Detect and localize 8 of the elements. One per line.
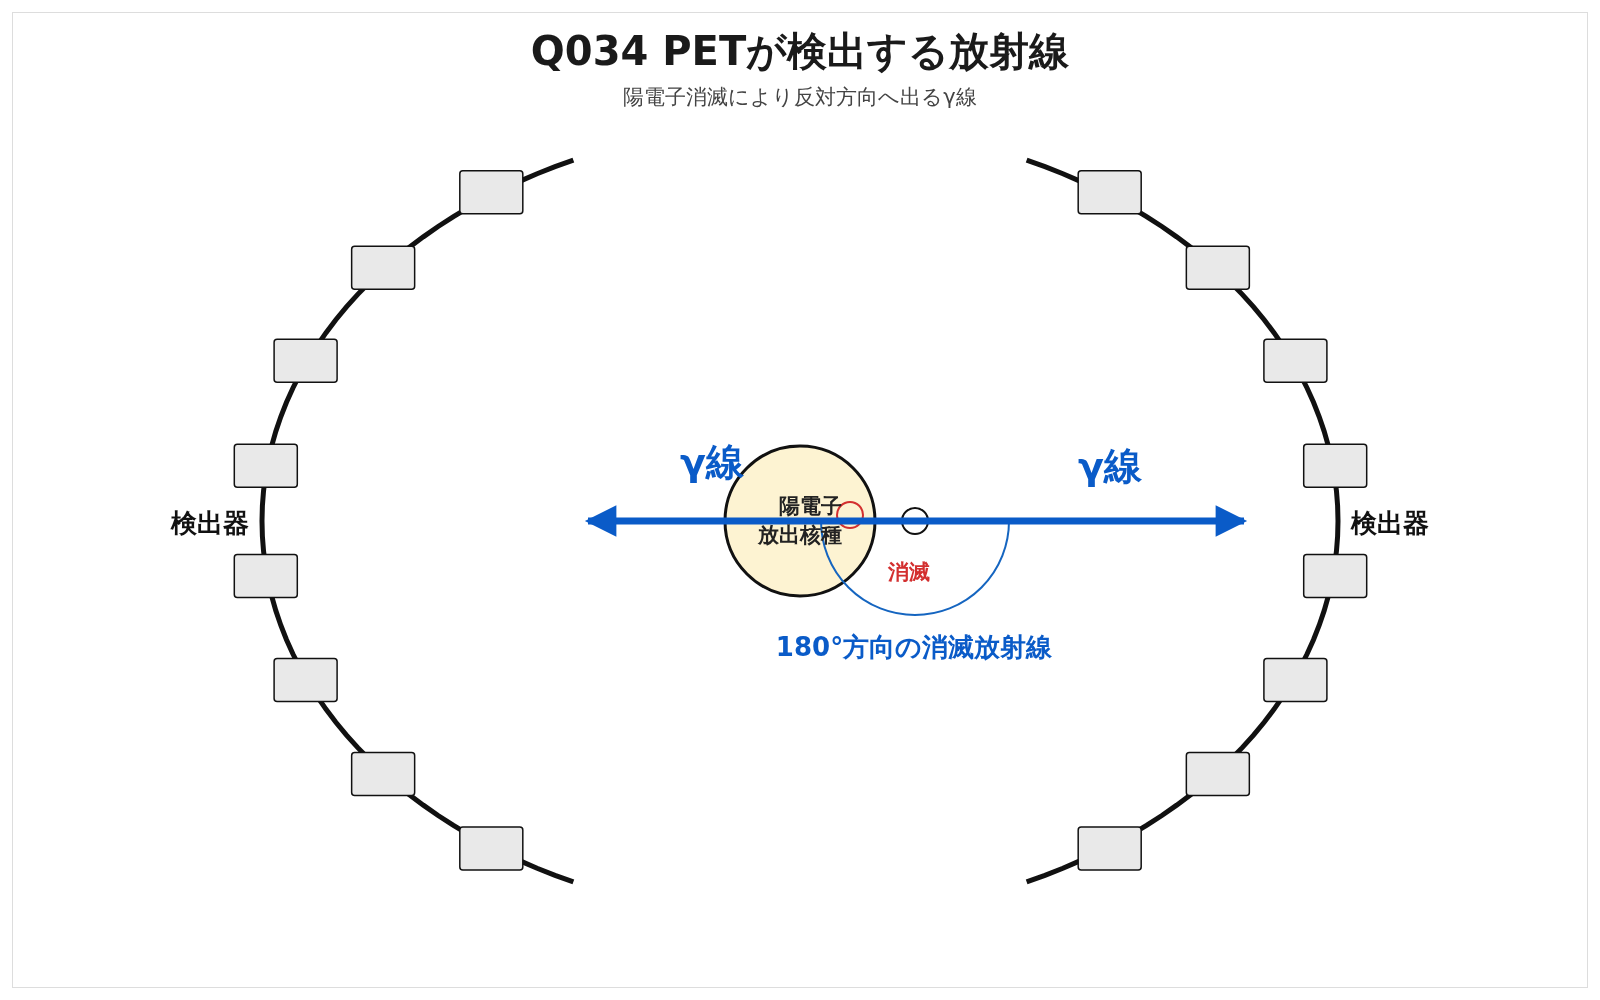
gamma-ray-label: γ線 xyxy=(1078,442,1142,490)
title: Q034 PETが検出する放射線 xyxy=(530,26,1070,76)
annihilation-label: 消滅 xyxy=(888,559,930,586)
gamma-ray-label: γ線 xyxy=(680,438,744,486)
subtitle: 陽電子消滅により反対方向へ出るγ線 xyxy=(623,84,977,111)
annotation: 180°方向の消滅放射線 xyxy=(775,630,1053,664)
detector-label: 検出器 xyxy=(1351,506,1429,540)
detector-label: 検出器 xyxy=(171,506,249,540)
